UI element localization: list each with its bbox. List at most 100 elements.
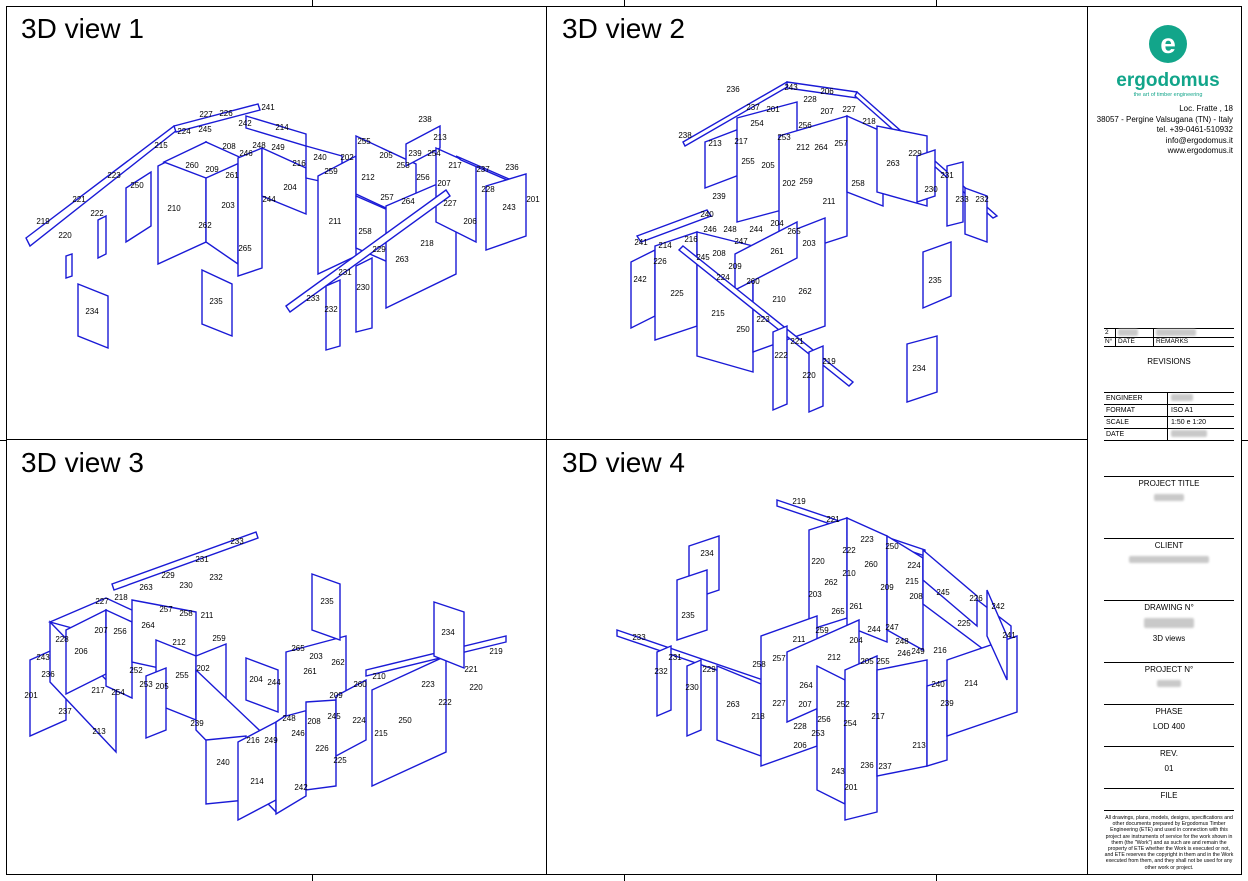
panel-label: 207 [798,700,812,709]
panel-label: 250 [885,542,899,551]
title-block: e ergodomus the art of timber engineerin… [1087,6,1242,875]
panel-label: 238 [678,131,692,140]
project-number-section: PROJECT N° [1104,662,1234,689]
panel-label: 257 [380,193,394,202]
panel-label: 255 [357,137,371,146]
panel-label: 227 [95,597,109,606]
phase-section: PHASE LOD 400 [1104,704,1234,731]
panel-label: 233 [306,294,320,303]
frame-tick [624,0,625,6]
panel-label: 208 [307,717,321,726]
panel-label: 256 [416,173,430,182]
panel-label: 263 [886,159,900,168]
panel-label: 256 [798,121,812,130]
panel-label: 262 [824,578,838,587]
panel-label: 214 [658,241,672,250]
panel-label: 219 [822,357,836,366]
panel-label: 203 [221,201,235,210]
panel-label: 210 [372,672,386,681]
revision-head-date: DATE [1116,338,1154,346]
panel-label: 234 [441,628,455,637]
panel-label: 231 [940,171,954,180]
panel-label: 215 [905,577,919,586]
panel-label: 263 [726,700,740,709]
panel-label: 262 [331,658,345,667]
client-label: CLIENT [1154,541,1184,550]
panel-label: 205 [761,161,775,170]
panel-label: 210 [842,569,856,578]
panel-label: 246 [239,149,253,158]
project-title-section: PROJECT TITLE [1104,476,1234,503]
svg-text:ergodomus: ergodomus [1116,70,1219,91]
panel-label: 257 [834,139,848,148]
panel-label: 258 [851,179,865,188]
panel-label: 262 [198,221,212,230]
panel-label: 221 [72,195,86,204]
panel-label: 217 [91,686,105,695]
panel-label: 206 [74,647,88,656]
panel-label: 204 [283,183,297,192]
panel-label: 264 [141,621,155,630]
panel-label: 202 [782,179,796,188]
panel-label: 255 [741,157,755,166]
panel-label: 206 [463,217,477,226]
panel-label: 248 [252,141,266,150]
panel-label: 241 [261,103,275,112]
panel-label: 256 [817,715,831,724]
panel-label: 230 [924,185,938,194]
panel-label: 236 [505,163,519,172]
panel-label: 207 [94,626,108,635]
panel-label: 237 [746,103,760,112]
panel-label: 235 [320,597,334,606]
panel-label: 230 [179,581,193,590]
panel-label: 237 [58,707,72,716]
panel-label: 226 [653,257,667,266]
panel-label: 208 [712,249,726,258]
panel-label: 219 [36,217,50,226]
panel-label: 250 [130,181,144,190]
panel-label: 224 [352,716,366,725]
panel-label: 224 [907,561,921,570]
panel-label: 245 [198,125,212,134]
panel-label: 245 [696,253,710,262]
panel-label: 264 [799,681,813,690]
panel-label: 265 [831,607,845,616]
panel-label: 263 [139,583,153,592]
panel-label: 250 [736,325,750,334]
panel-label: 259 [324,167,338,176]
drawing-name: 3D views [1152,634,1186,643]
panel-label: 205 [155,682,169,691]
panel-label: 262 [798,287,812,296]
drawing-number-value [1104,618,1234,630]
panel-label: 260 [185,161,199,170]
panel-label: 201 [844,783,858,792]
panel-label: 224 [177,127,191,136]
panel-label: 201 [766,105,780,114]
panel-label: 236 [41,670,55,679]
panel-label: 215 [711,309,725,318]
panel-label: 239 [408,149,422,158]
panel-label: 229 [702,665,716,674]
panel-label: 204 [770,219,784,228]
panel-label: 209 [205,165,219,174]
address-line: 38057 - Pergine Valsugana (TN) - Italy [1096,114,1233,124]
revision-head-remarks: REMARKS [1156,338,1189,345]
panel-label: 243 [36,653,50,662]
file-section: FILE [1104,788,1234,800]
panel-label: 258 [358,227,372,236]
view-panel-1[interactable]: 3D view 1 [6,6,547,440]
panel-label: 257 [772,654,786,663]
panel-label: 205 [860,657,874,666]
panel-label: 264 [814,143,828,152]
panel-label: 210 [167,204,181,213]
panel-label: 227 [772,699,786,708]
panel-label: 227 [443,199,457,208]
panel-label: 209 [329,691,343,700]
panel-label: 225 [333,756,347,765]
